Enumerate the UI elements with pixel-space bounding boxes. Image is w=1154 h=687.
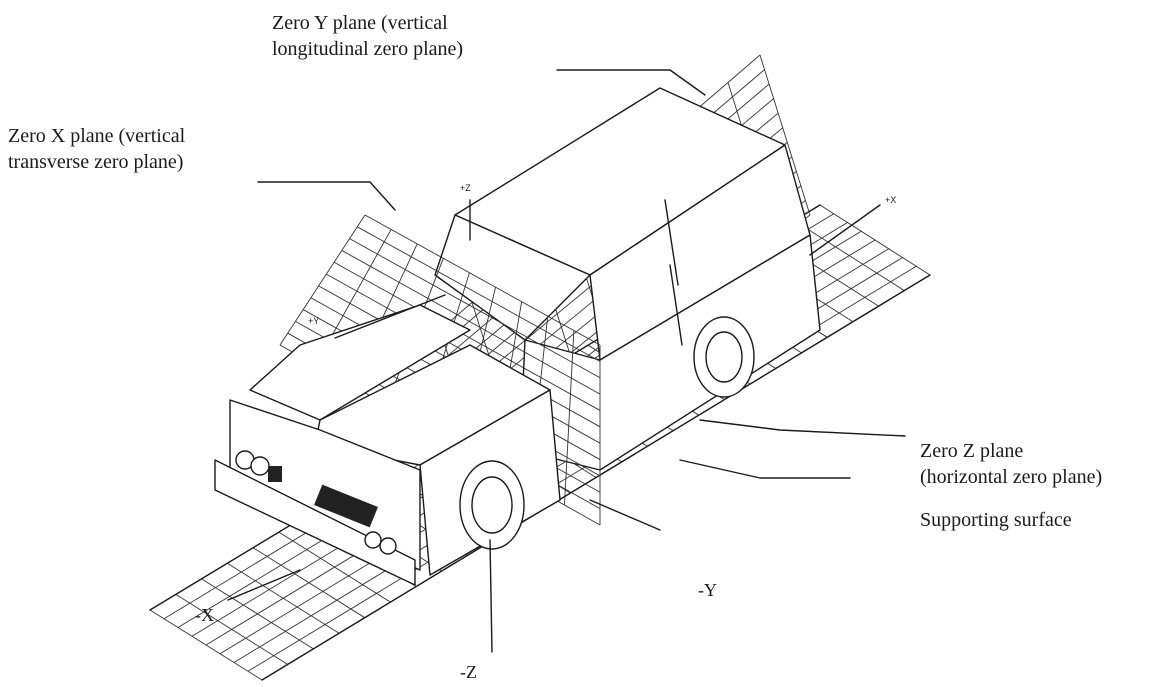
ground-grid-line (175, 594, 288, 665)
minus-x-axis-label: -X (195, 605, 214, 625)
rear-wheel (693, 316, 755, 398)
ground-grid-line (278, 531, 391, 603)
front-wheel-hub (471, 476, 513, 534)
plus-x-axis-label: +X (885, 195, 897, 205)
zero-y-plane-label-line1: Zero Y plane (vertical (272, 12, 448, 34)
plus-y-axis-label: +Y (308, 316, 320, 326)
x-plane-grid-line (341, 250, 601, 395)
ground-edge (261, 274, 931, 681)
ground-grid-line (793, 220, 905, 291)
x-plane-grid-line (563, 330, 575, 506)
headlight-right-1 (364, 531, 382, 549)
door-pillar (664, 199, 679, 286)
x-plane-grid-line (357, 226, 601, 362)
zero-y-plane-label-line2: longitudinal zero plane) (272, 38, 464, 60)
door-line (669, 264, 683, 346)
zero-x-plane-leader (257, 181, 396, 211)
grille (314, 484, 378, 528)
minus-y-axis-label: -Y (698, 580, 717, 600)
minus-y-axis (589, 499, 661, 531)
x-plane-grid-line (333, 261, 601, 411)
y-plane-grid-line (759, 54, 811, 216)
minus-z-axis (489, 539, 493, 653)
front-wheel (459, 460, 525, 550)
ground-grid-line (149, 609, 263, 681)
rear-wheel-hub (705, 331, 743, 383)
x-plane-grid-line (364, 214, 601, 346)
x-plane-grid-line (279, 214, 366, 346)
left-fender (249, 304, 471, 421)
supporting-surface-label: Supporting surface (920, 509, 1072, 531)
headlight-right-2 (379, 537, 397, 555)
ground-grid-line (201, 578, 314, 650)
plus-x-axis (809, 204, 881, 256)
plus-y-axis (334, 294, 446, 339)
ground-grid-line (819, 204, 931, 276)
plus-z-axis-label: +Z (460, 183, 471, 193)
zero-z-plane-label-line1: Zero Z plane (920, 440, 1024, 462)
zero-x-plane-label-line2: transverse zero plane) (8, 151, 184, 173)
car-front (214, 304, 561, 586)
car-body (434, 87, 821, 471)
zero-x-plane-label-line1: Zero X plane (vertical (8, 125, 186, 147)
ground-grid-line (252, 547, 366, 619)
zero-z-plane-label-line2: (horizontal zero plane) (920, 466, 1103, 488)
x-plane-grid-line (349, 238, 601, 379)
leader-lines (257, 69, 906, 479)
zero-z-plane-leader (699, 419, 906, 437)
zero-y-plane-leader (556, 69, 706, 96)
axis-lines (227, 199, 881, 653)
license-plate (268, 466, 282, 482)
supporting-surface-leader (679, 459, 851, 479)
minus-x-axis (227, 569, 301, 601)
minus-z-axis-label: -Z (460, 662, 477, 682)
front-bumper (214, 459, 416, 586)
headlight-left-2 (250, 456, 270, 476)
ground-grid-line (227, 562, 340, 634)
